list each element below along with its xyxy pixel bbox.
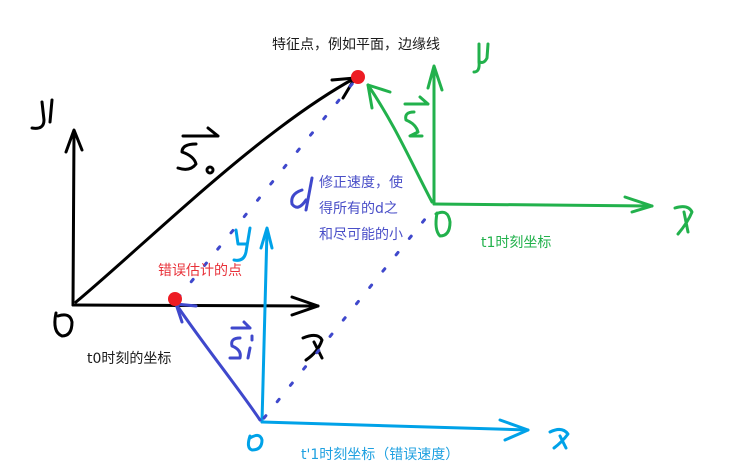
t1-x-arrowhead-icon xyxy=(623,195,654,214)
t1-y-label-glyph xyxy=(472,42,490,74)
wrong-estimate-label: 错误估计的点 xyxy=(158,263,242,279)
t0-y-axis xyxy=(71,130,76,307)
t0-x-arrowhead-icon xyxy=(290,295,320,317)
t0-origin-glyph xyxy=(53,311,74,338)
vector-s1-line xyxy=(366,83,434,204)
t1-frame-axes xyxy=(366,42,694,238)
s1-prime-tick-glyph xyxy=(246,334,254,360)
vector-s1-prime-line xyxy=(174,302,262,422)
s0-S-glyph xyxy=(176,142,198,171)
distance-dotted-lines xyxy=(176,76,436,420)
t1-x-label-glyph xyxy=(673,205,694,236)
t1-prime-origin-glyph xyxy=(246,433,264,452)
t1-frame-label: t1时刻坐标 xyxy=(481,235,552,251)
t1-origin-glyph xyxy=(434,210,452,238)
t0-y-label-glyph xyxy=(30,98,54,130)
s1-prime-bar-glyph xyxy=(230,320,252,330)
t1-prime-y-arrowhead-icon xyxy=(259,226,274,250)
t0-y-arrowhead-icon xyxy=(64,128,84,154)
t0-frame-labels xyxy=(30,98,324,362)
feature-point-label: 特征点，例如平面，边缘线 xyxy=(272,37,440,53)
t1-x-axis xyxy=(432,202,654,208)
s1-prime-S-glyph xyxy=(228,336,242,360)
t1-prime-y-label-glyph xyxy=(232,226,252,262)
distance-d-glyph xyxy=(290,176,314,212)
t1-prime-x-label-glyph xyxy=(548,427,570,450)
vector-s1-arrowhead-icon xyxy=(366,83,392,110)
t1-prime-x-axis xyxy=(260,420,530,432)
t1-prime-y-axis xyxy=(260,228,269,424)
vector-s1-prime xyxy=(174,176,314,422)
s1-S-glyph xyxy=(404,110,424,138)
t0-frame-label: t0时刻的坐标 xyxy=(87,351,172,367)
t1-prime-frame-label: t'1时刻坐标（错误速度） xyxy=(301,447,460,463)
vector-s0-line xyxy=(74,76,357,304)
distance-d-bottom-line xyxy=(262,206,436,420)
t0-x-label-glyph xyxy=(301,333,324,362)
s1-vector-bar-glyph xyxy=(403,95,430,106)
feature-point-marker xyxy=(351,70,365,84)
correction-note: 修正速度，使 得所有的d之 和尽可能的小 xyxy=(319,175,403,243)
s0-vector-bar-glyph xyxy=(181,126,220,138)
t1-prime-x-arrowhead-icon xyxy=(498,418,530,442)
wrong-estimate-point-marker xyxy=(168,292,182,306)
t1-prime-frame-axes xyxy=(232,226,570,452)
t0-frame-axes xyxy=(64,76,357,317)
s0-subscript-glyph xyxy=(205,165,215,175)
t1-y-arrowhead-icon xyxy=(426,64,444,92)
